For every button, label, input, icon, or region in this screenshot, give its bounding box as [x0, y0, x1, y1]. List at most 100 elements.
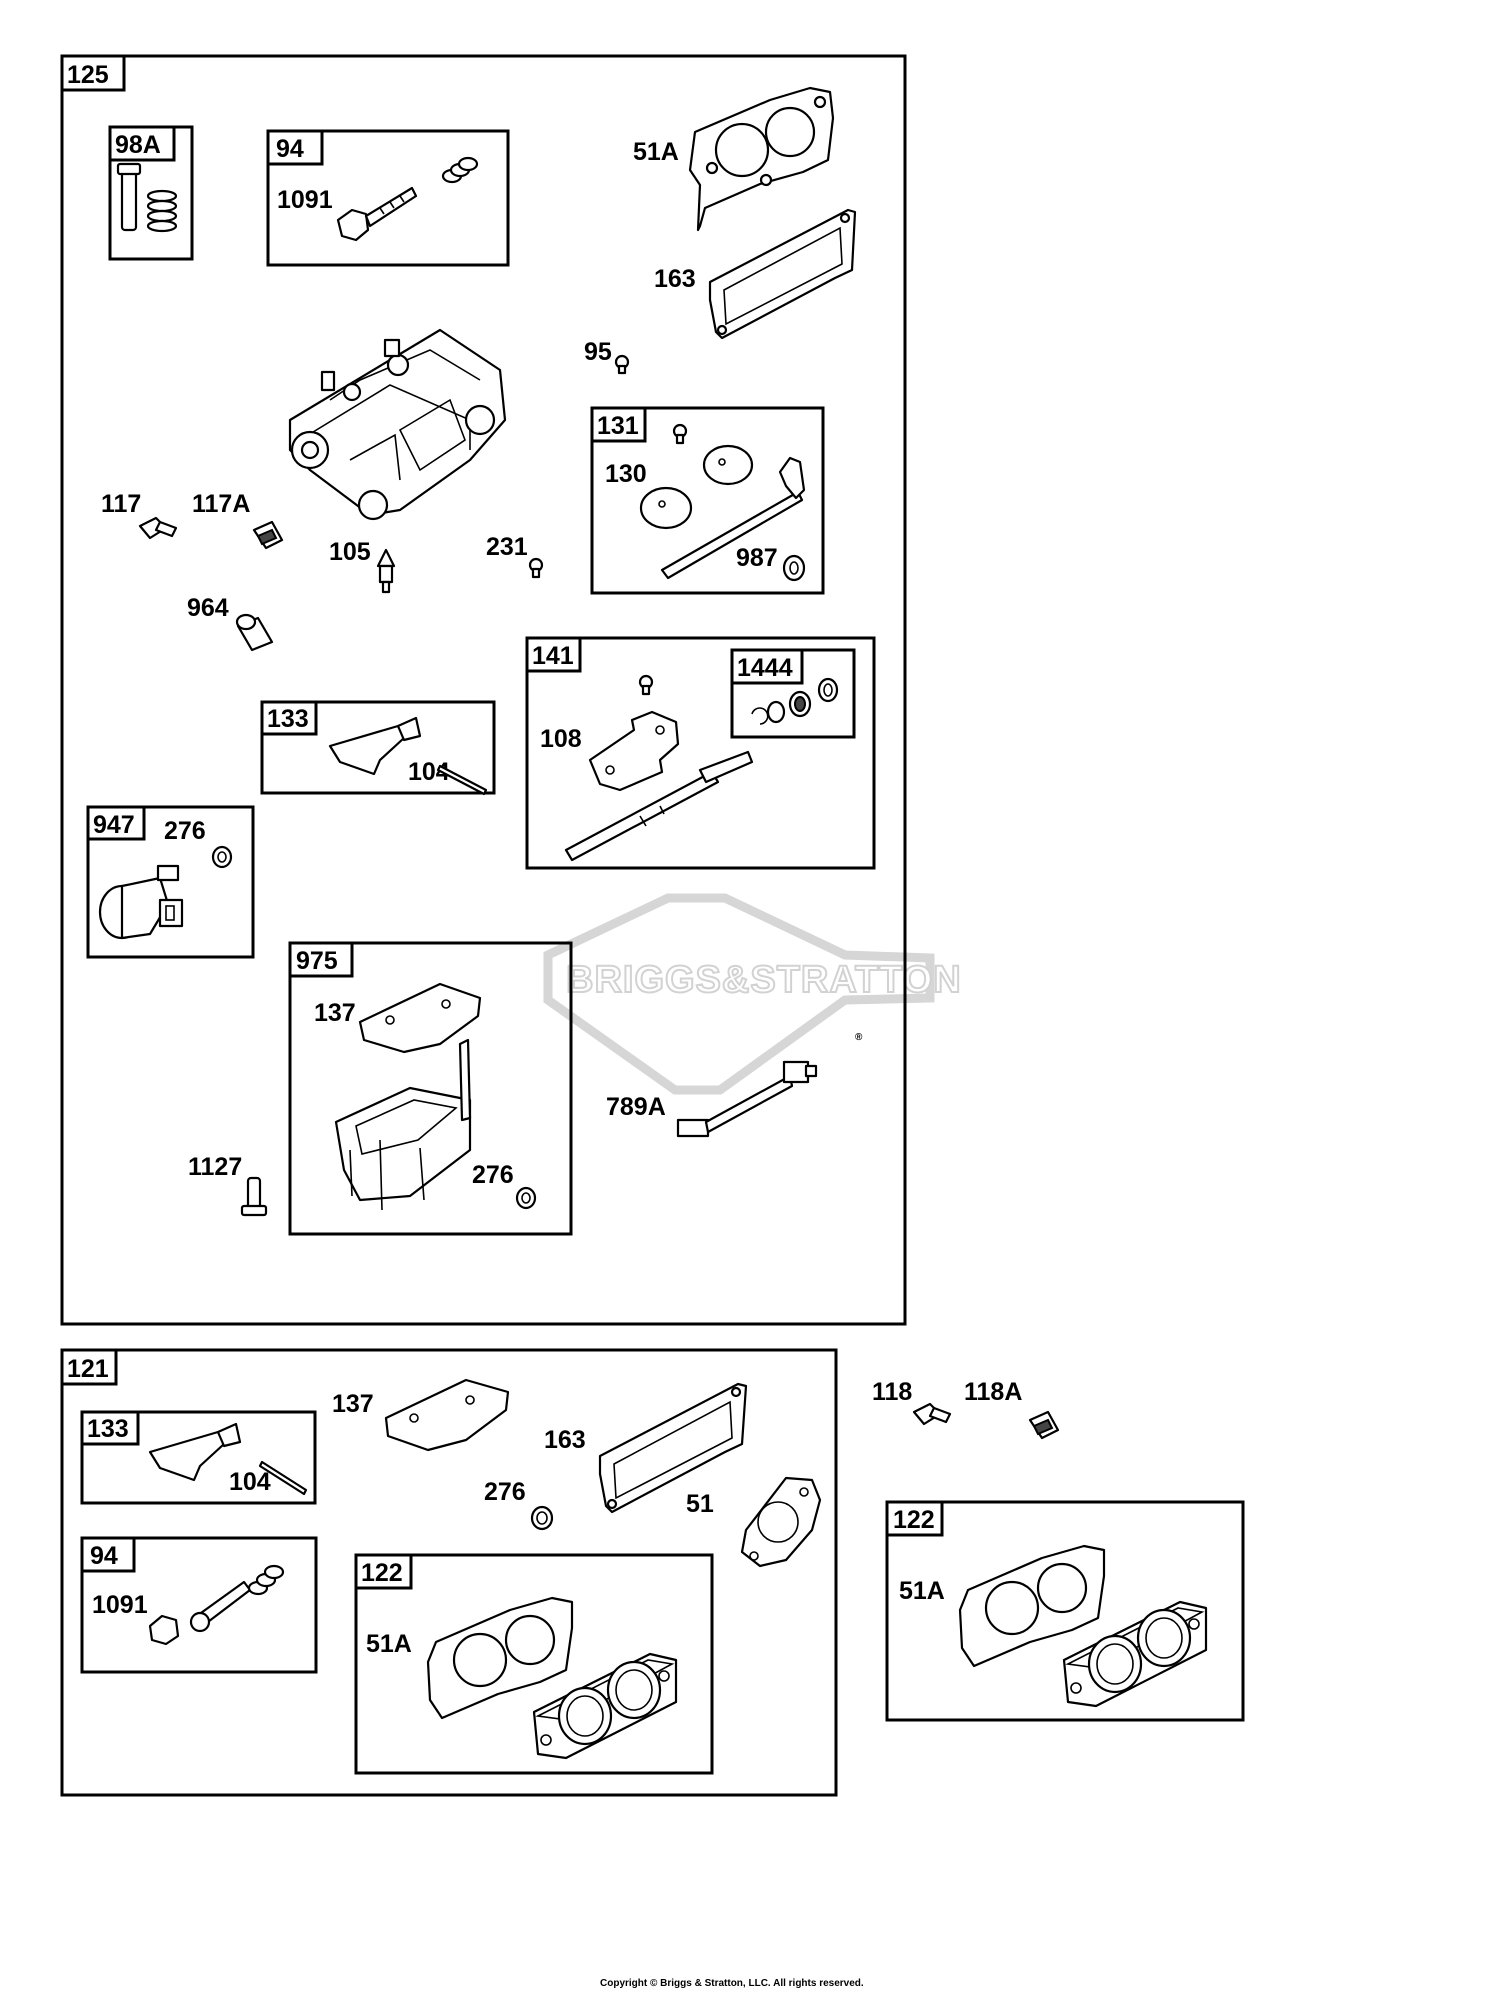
label-789a: 789A: [606, 1093, 666, 1121]
kit-975-number: 975: [296, 947, 338, 975]
label-51a-top: 51A: [633, 138, 679, 166]
kit-94-upper-number: 94: [276, 135, 304, 163]
float-133-upper-part: [328, 716, 488, 796]
kit-133-upper-number: 133: [267, 705, 309, 733]
label-105: 105: [329, 538, 371, 566]
harness-789a-part: [676, 1060, 818, 1138]
kit-975-tag: [288, 941, 354, 978]
label-104-lower: 104: [229, 1468, 271, 1496]
kit-121-box: [60, 1348, 838, 1797]
kit-1444-tag: [730, 648, 804, 685]
label-964: 964: [187, 594, 229, 622]
gasket-137-upper-part: [358, 982, 482, 1054]
float-133-lower-part: [148, 1422, 308, 1496]
kit-122-lower-tag: [354, 1553, 413, 1590]
label-118a: 118A: [964, 1378, 1022, 1406]
gasket-137-lower-part: [384, 1378, 510, 1452]
label-51a-kit-121: 51A: [366, 1630, 412, 1658]
label-231: 231: [486, 533, 528, 561]
float-bowl-975-part: [334, 1038, 472, 1211]
kit-122-lower-number: 122: [361, 1559, 403, 1587]
label-130: 130: [605, 460, 647, 488]
label-51: 51: [686, 1490, 714, 1518]
kit-122-separate-tag: [885, 1500, 944, 1537]
choke-shaft-part: [639, 423, 806, 582]
needle-105-part: [376, 548, 396, 594]
adapter-block-kit-121-part: [532, 1652, 678, 1760]
label-117a: 117A: [192, 490, 250, 518]
gasket-51-part: [740, 1476, 822, 1568]
kit-133-upper-box: [260, 700, 496, 795]
kit-1444-number: 1444: [737, 654, 793, 682]
label-1091-lower: 1091: [92, 1591, 148, 1619]
label-137-lower: 137: [332, 1390, 374, 1418]
kit-94-upper-box: [266, 129, 510, 267]
kit-125-box: [60, 54, 907, 1326]
kit-133-lower-number: 133: [87, 1415, 129, 1443]
kit-94-lower-number: 94: [90, 1542, 118, 1570]
screw-95-part: [614, 354, 630, 375]
kit-94-upper-tag: [266, 129, 324, 166]
cap-117a-part: [252, 520, 284, 550]
label-276-kit-121: 276: [484, 1478, 526, 1506]
briggs-stratton-watermark: BRIGGS&STRATTON ®: [543, 893, 962, 1095]
screw-1127-part: [240, 1176, 268, 1217]
kit-122-separate-box: [885, 1500, 1245, 1722]
kit-121-number: 121: [67, 1355, 109, 1383]
kit-98a-tag: [108, 125, 176, 162]
kit-141-number: 141: [532, 642, 574, 670]
screw-231-part: [528, 557, 544, 579]
kit-141-tag: [525, 636, 582, 673]
kit-98a-number: 98A: [115, 131, 161, 159]
kit-131-number: 131: [597, 412, 639, 440]
kit-133-lower-tag: [80, 1410, 140, 1446]
label-95: 95: [584, 338, 612, 366]
kit-94-lower-box: [80, 1536, 318, 1674]
carburetor-body-part: [288, 328, 507, 521]
label-276-lower: 276: [472, 1161, 514, 1189]
label-108: 108: [540, 725, 582, 753]
o-ring-276-kit-121-part: [530, 1505, 554, 1531]
throttle-shaft-part: [564, 674, 754, 862]
kit-121-tag: [60, 1348, 118, 1386]
label-118: 118: [872, 1378, 912, 1406]
seal-kit-1444-part: [751, 677, 839, 725]
kit-975-box: [288, 941, 573, 1236]
cap-118a-part: [1028, 1410, 1060, 1440]
kit-125-tag: [60, 54, 126, 92]
gasket-51a-kit-121-part: [426, 1596, 574, 1720]
label-163-lower: 163: [544, 1426, 586, 1454]
kit-122-lower-box: [354, 1553, 714, 1775]
kit-947-number: 947: [93, 811, 135, 839]
watermark-text: BRIGGS&STRATTON: [566, 959, 962, 1001]
idle-screw-part: [336, 156, 479, 242]
label-276-upper: 276: [164, 817, 206, 845]
label-51a-separate: 51A: [899, 1577, 945, 1605]
kit-133-lower-box: [80, 1410, 317, 1505]
gasket-51a-separate-part: [958, 1544, 1106, 1668]
screw-and-spring-part: [116, 162, 178, 233]
o-ring-276-lower-part: [515, 1186, 537, 1210]
screw-117-part: [138, 516, 178, 540]
label-987: 987: [736, 544, 778, 572]
kit-94-lower-tag: [80, 1536, 136, 1573]
sleeve-964-part: [235, 613, 274, 652]
kit-947-box: [86, 805, 255, 959]
watermark-registered-mark: ®: [855, 1032, 863, 1043]
kit-125-number: 125: [67, 61, 109, 89]
screw-118-part: [912, 1402, 952, 1426]
kit-133-upper-tag: [260, 700, 318, 736]
copyright-notice: Copyright © Briggs & Stratton, LLC. All …: [600, 1978, 864, 1989]
idle-screw-lower-part: [148, 1564, 285, 1646]
fuel-solenoid-part: [98, 845, 233, 940]
label-1127: 1127: [188, 1153, 242, 1181]
kit-947-tag: [86, 805, 146, 841]
label-1091-upper: 1091: [277, 186, 333, 214]
gasket-163-top: [708, 208, 857, 340]
adapter-block-separate-part: [1062, 1600, 1208, 1708]
kit-131-tag: [590, 406, 647, 443]
gasket-163-lower-part: [598, 1382, 748, 1514]
gasket-51a-top: [688, 86, 835, 232]
label-137-upper: 137: [314, 999, 356, 1027]
